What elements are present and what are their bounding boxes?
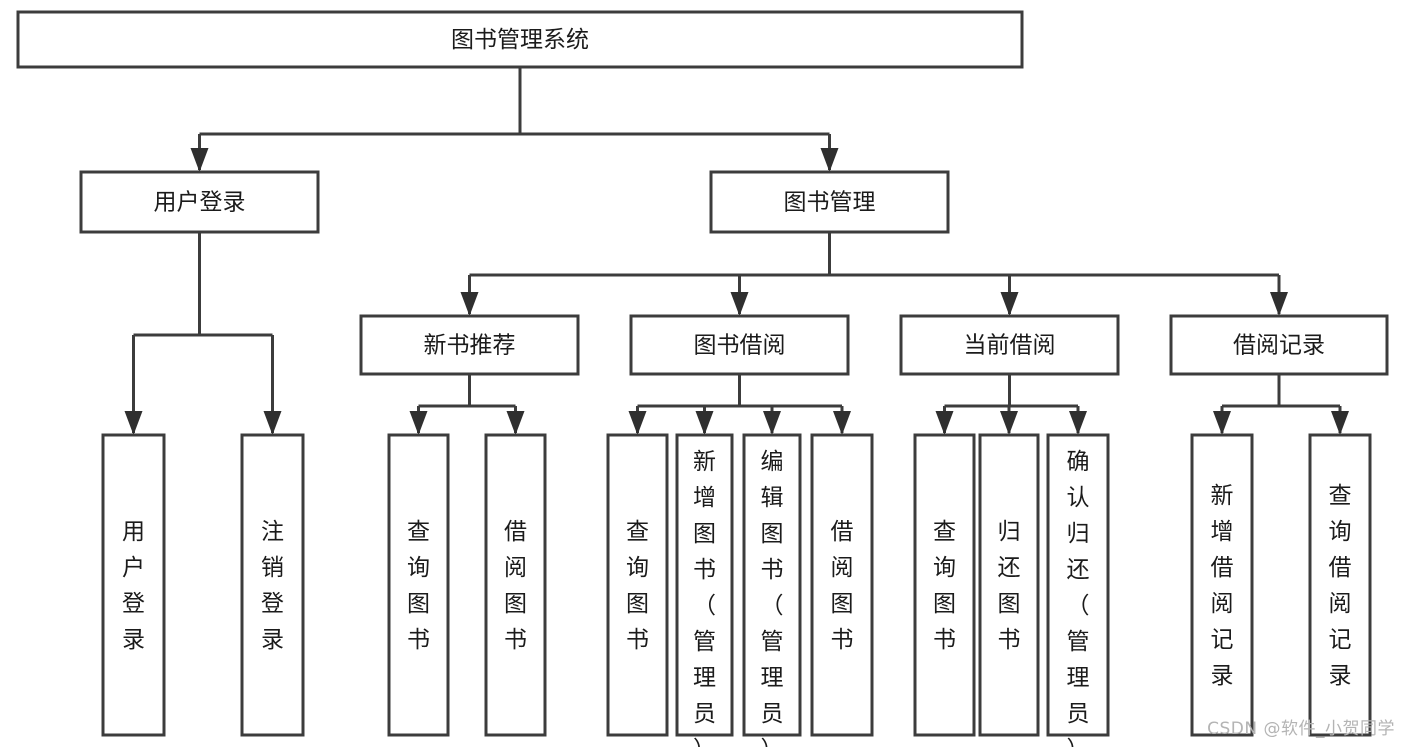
arrow-group-0-to-leaf-1 <box>506 411 525 435</box>
node-label-leaf-8: 查询图书 <box>933 519 956 653</box>
node-leaf-3[interactable]: 借阅图书 <box>484 433 547 737</box>
node-box-level3-3[interactable] <box>1169 314 1389 376</box>
arrow-root-to-level2-1 <box>820 148 839 172</box>
node-box-level2-1[interactable] <box>709 170 950 234</box>
node-box-level3-2[interactable] <box>899 314 1120 376</box>
node-label-leaf-2: 查询图书 <box>407 519 430 653</box>
arrow-book-to-level3-0 <box>460 292 479 316</box>
arrow-group-0-to-leaf-0 <box>409 411 428 435</box>
arrow-group-1-to-leaf-0 <box>628 411 647 435</box>
node-level2-1[interactable]: 图书管理 <box>709 170 950 234</box>
arrow-user-to-leaf-1 <box>263 411 282 435</box>
node-box-leaf-3[interactable] <box>484 433 547 737</box>
node-label-leaf-0: 用户登录 <box>122 519 145 653</box>
arrow-user-to-leaf-0 <box>124 411 143 435</box>
node-leaf-7[interactable]: 借阅图书 <box>810 433 874 737</box>
node-box-leaf-0[interactable] <box>101 433 166 737</box>
arrow-book-to-level3-3 <box>1270 292 1288 316</box>
node-box-leaf-9[interactable] <box>978 433 1040 737</box>
node-box-leaf-2[interactable] <box>387 433 450 737</box>
node-box-leaf-1[interactable] <box>240 433 305 737</box>
node-leaf-6[interactable]: 编辑图书（管理员） <box>742 433 802 747</box>
node-box-leaf-8[interactable] <box>913 433 976 737</box>
node-label-level3-3: 借阅记录 <box>1233 333 1325 359</box>
node-label-level3-0: 新书推荐 <box>424 333 516 359</box>
node-label-leaf-10: 确认归还（管理员） <box>1067 449 1090 747</box>
watermark-label: CSDN @软件_小贺同学 <box>1207 719 1395 739</box>
arrow-group-3-to-leaf-0 <box>1213 411 1231 435</box>
node-root-0[interactable]: 图书管理系统 <box>16 10 1024 69</box>
arrow-book-to-level3-1 <box>730 292 749 316</box>
node-label-leaf-6: 编辑图书（管理员） <box>761 449 784 747</box>
node-level3-0[interactable]: 新书推荐 <box>359 314 580 376</box>
arrow-group-2-to-leaf-0 <box>935 411 954 435</box>
connector-layer <box>124 67 1349 435</box>
arrow-group-2-to-leaf-2 <box>1069 411 1087 435</box>
arrow-book-to-level3-2 <box>1000 292 1019 316</box>
node-level2-0[interactable]: 用户登录 <box>79 170 320 234</box>
node-leaf-11[interactable]: 新增借阅记录 <box>1190 433 1254 737</box>
node-level3-2[interactable]: 当前借阅 <box>899 314 1120 376</box>
node-box-leaf-5[interactable] <box>675 433 734 737</box>
arrow-group-1-to-leaf-2 <box>763 411 781 435</box>
arrow-root-to-level2-0 <box>190 148 209 172</box>
node-leaf-4[interactable]: 查询图书 <box>606 433 669 737</box>
node-label-leaf-4: 查询图书 <box>626 519 649 653</box>
arrow-group-2-to-leaf-1 <box>1000 411 1018 435</box>
node-label-level3-1: 图书借阅 <box>694 333 786 359</box>
node-layer: 图书管理系统用户登录图书管理新书推荐图书借阅当前借阅借阅记录用户登录注销登录查询… <box>16 10 1389 747</box>
node-level3-3[interactable]: 借阅记录 <box>1169 314 1389 376</box>
node-label-level2-1: 图书管理 <box>784 190 876 216</box>
node-box-leaf-4[interactable] <box>606 433 669 737</box>
arrow-group-1-to-leaf-3 <box>833 411 851 435</box>
node-label-level2-0: 用户登录 <box>154 190 246 216</box>
node-box-leaf-6[interactable] <box>742 433 802 737</box>
node-label-leaf-11: 新增借阅记录 <box>1211 483 1234 689</box>
node-label-leaf-9: 归还图书 <box>998 519 1021 653</box>
node-leaf-12[interactable]: 查询借阅记录 <box>1308 433 1372 737</box>
node-label-root-0: 图书管理系统 <box>451 27 589 53</box>
arrow-group-3-to-leaf-1 <box>1331 411 1349 435</box>
node-label-leaf-3: 借阅图书 <box>504 519 527 653</box>
node-label-leaf-5: 新增图书（管理员） <box>693 449 716 747</box>
node-leaf-1[interactable]: 注销登录 <box>240 433 305 737</box>
node-box-leaf-11[interactable] <box>1190 433 1254 737</box>
node-box-leaf-7[interactable] <box>810 433 874 737</box>
node-label-leaf-12: 查询借阅记录 <box>1329 483 1352 689</box>
arrow-group-1-to-leaf-1 <box>695 411 714 435</box>
node-label-leaf-1: 注销登录 <box>261 519 284 653</box>
node-leaf-2[interactable]: 查询图书 <box>387 433 450 737</box>
node-leaf-0[interactable]: 用户登录 <box>101 433 166 737</box>
node-leaf-10[interactable]: 确认归还（管理员） <box>1046 433 1110 747</box>
node-box-level2-0[interactable] <box>79 170 320 234</box>
node-leaf-8[interactable]: 查询图书 <box>913 433 976 737</box>
node-box-leaf-12[interactable] <box>1308 433 1372 737</box>
node-box-level3-0[interactable] <box>359 314 580 376</box>
node-label-level3-2: 当前借阅 <box>964 333 1056 359</box>
node-box-root-0[interactable] <box>16 10 1024 69</box>
node-leaf-9[interactable]: 归还图书 <box>978 433 1040 737</box>
node-leaf-5[interactable]: 新增图书（管理员） <box>675 433 734 747</box>
node-box-level3-1[interactable] <box>629 314 850 376</box>
node-box-leaf-10[interactable] <box>1046 433 1110 737</box>
node-level3-1[interactable]: 图书借阅 <box>629 314 850 376</box>
node-label-leaf-7: 借阅图书 <box>831 519 854 653</box>
